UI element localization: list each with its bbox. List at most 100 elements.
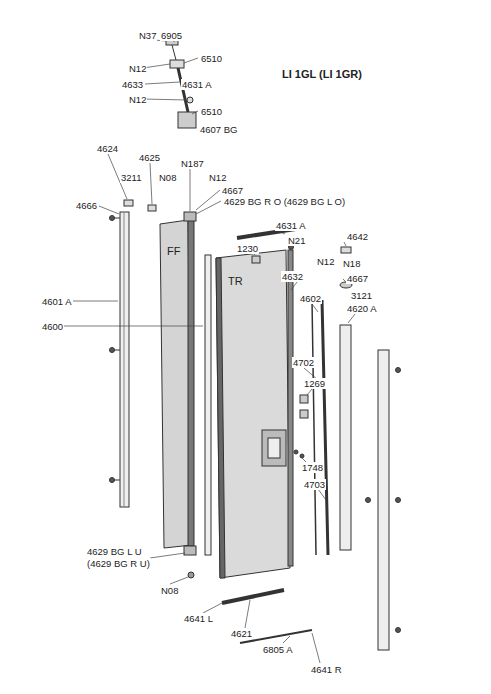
screw-1748 [300, 454, 304, 458]
callout-number: 4601 A [41, 296, 73, 307]
part-1230 [252, 256, 260, 263]
bottom-rail [222, 590, 284, 603]
leader [190, 169, 191, 211]
callout-number: 4629 BG L U [86, 546, 143, 557]
callout-number: 4631 A [275, 220, 307, 231]
leader [150, 163, 152, 204]
leader [344, 242, 346, 246]
callout-number: 1269 [303, 378, 326, 389]
callout-number: 4666 [75, 200, 98, 211]
bottom-block [184, 546, 196, 555]
panel-label: TR [227, 276, 244, 287]
clip-1269 [300, 395, 308, 403]
leader [64, 326, 203, 327]
callout-number: N18 [342, 258, 361, 269]
door-glass [216, 250, 290, 578]
panel-profile [188, 220, 194, 546]
callout-number: 3211 [120, 172, 142, 183]
leader [245, 600, 250, 628]
diagram-title: LI 1GL (LI 1GR) [282, 68, 362, 80]
callout-number: 4624 [96, 143, 119, 154]
handle [262, 430, 286, 466]
leader [307, 389, 312, 395]
callout-number: N37 [138, 30, 157, 41]
callout-number: 3121 [350, 290, 373, 301]
profile-edge [124, 212, 125, 507]
leader [283, 636, 290, 643]
callout-number: 4631 A [181, 79, 213, 90]
callout-number: 4667 [221, 185, 244, 196]
callout-number: 4620 A [346, 303, 378, 314]
leader [203, 603, 222, 613]
leader [196, 190, 220, 210]
callout-number: N08 [158, 172, 177, 183]
hinge-bolt [172, 45, 176, 60]
handle-inner [268, 438, 280, 458]
callout-number: N12 [128, 63, 147, 74]
hinge-arm [178, 68, 188, 112]
callout-number: N08 [160, 585, 179, 596]
seal-rod-2 [312, 300, 316, 555]
callout-number: N12 [316, 256, 335, 267]
profile-4620a [340, 325, 351, 550]
leader-lines [64, 37, 355, 663]
wall-profile [120, 212, 129, 507]
callout-number: 6805 A [262, 644, 294, 655]
screw [396, 498, 401, 503]
callout-number: 4633 [121, 79, 144, 90]
screw-line [114, 218, 120, 219]
callout-number: 6510 [200, 106, 223, 117]
screw [110, 478, 115, 483]
callout-number: 4703 [303, 479, 326, 490]
left-wall-profile [110, 212, 130, 507]
hinge-washer [170, 60, 184, 68]
seal-profile [205, 255, 211, 555]
fixed-panel [124, 200, 196, 555]
hinge-block [178, 112, 196, 128]
leader [143, 99, 187, 100]
screw [396, 628, 401, 633]
leader [312, 633, 320, 663]
callout-number: 4641 R [310, 664, 343, 675]
screw [366, 498, 371, 503]
screw-line [114, 480, 120, 481]
pivot-n08 [188, 572, 194, 578]
leader [192, 111, 198, 114]
leader [184, 58, 198, 63]
fixed-glass [160, 220, 192, 548]
callout-number: 4600 [41, 321, 64, 332]
callout-number: 4621 [230, 628, 253, 639]
callout-number: 4642 [346, 231, 369, 242]
callout-number: N12 [128, 94, 147, 105]
door-left-edge [216, 258, 225, 578]
callout-number: 4667 [346, 273, 369, 284]
hinge-screw [187, 97, 193, 103]
screw [110, 348, 115, 353]
leader [280, 232, 285, 234]
leader [72, 301, 118, 302]
callout-number: N12 [208, 172, 227, 183]
callout-number: 1230 [236, 243, 259, 254]
callout-number: 4607 BG [199, 124, 239, 135]
top-block [184, 212, 196, 221]
callout-number: 4702 [292, 357, 315, 368]
door-right-profile [288, 250, 293, 566]
screw-line [114, 350, 120, 351]
cap-4624 [124, 200, 133, 206]
callout-number: (4629 BG R U) [86, 558, 151, 569]
seal-rod [322, 300, 328, 555]
leader [145, 82, 180, 84]
callout-number: 6510 [200, 53, 223, 64]
screw-1748 [294, 450, 298, 454]
right-parts [294, 247, 401, 650]
leader [170, 577, 188, 584]
callout-number: 4632 [281, 271, 304, 282]
callout-number: 1748 [301, 462, 324, 473]
callout-number: N21 [287, 235, 306, 246]
callout-number: 4602 [299, 293, 322, 304]
clip-1269 [300, 410, 308, 418]
leader [312, 304, 318, 312]
leader [150, 553, 185, 558]
leader [348, 314, 355, 323]
